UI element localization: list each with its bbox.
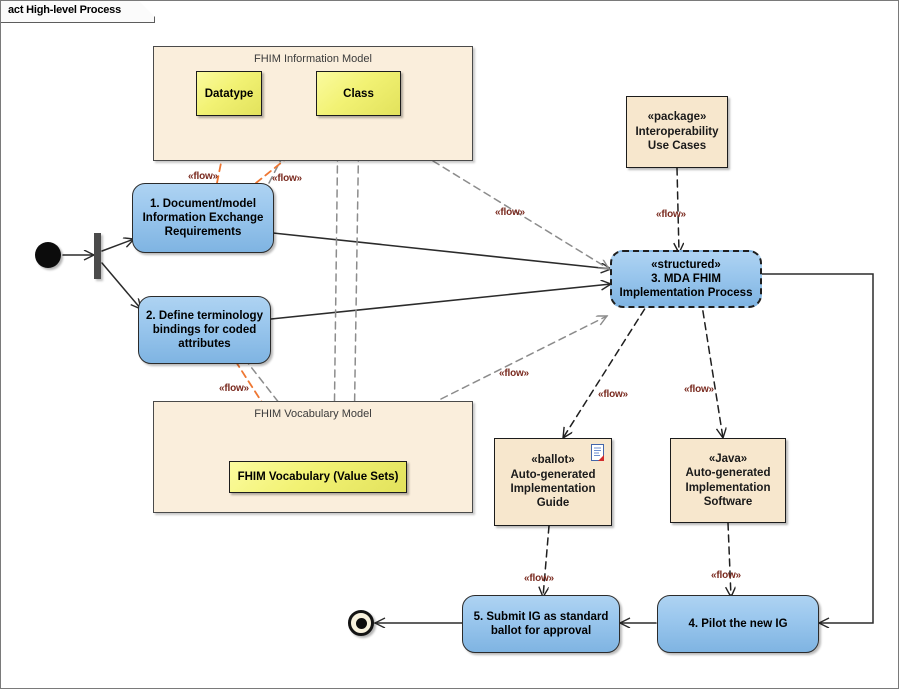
activity-node-4[interactable]: 4. Pilot the new IG [657,595,819,653]
activity-stereotype: «structured» [651,258,721,271]
dep-activity3-to-software [700,298,723,438]
final-node-center [355,617,367,629]
fork-bar[interactable] [94,233,101,279]
activity-line2: bindings for coded [152,323,257,336]
activity-line2: Implementation Process [619,287,753,299]
flow-label-7: «flow» [598,389,628,400]
artifact-line2: Use Cases [647,140,707,153]
element-label: FHIM Vocabulary (Value Sets) [237,471,399,483]
artifact-stereotype: «package» [647,111,707,124]
dep-software-to-activity4 [728,522,731,597]
element-class[interactable]: Class [316,71,401,116]
flow-label-8: «flow» [684,384,714,395]
artifact-stereotype: «ballot» [531,454,575,467]
activity-line1: 5. Submit IG as standard [473,610,609,623]
flow-label-3: «flow» [495,207,525,218]
activity-line1: 2. Define terminology [146,309,263,322]
artifact-line3: Guide [536,497,570,510]
frame-tab-label: act High-level Process [8,4,121,16]
flow-label-10: «flow» [711,570,741,581]
artifact-stereotype: «Java» [708,452,748,465]
dep-class-to-vocabulary-b [354,117,360,441]
package-fhim-vocabulary-model[interactable]: FHIM Vocabulary Model [153,401,473,513]
activity-node-1[interactable]: 1. Document/model Information Exchange R… [132,183,274,253]
diagram-frame-tab: act High-level Process [1,1,155,23]
activity-line2: ballot for approval [490,625,592,637]
flow-label-5: «flow» [219,383,249,394]
activity-final-node[interactable] [348,610,374,636]
package-title: FHIM Information Model [254,53,372,65]
activity-line1: 3. MDA FHIM [651,272,721,285]
artifact-implementation-guide[interactable]: «ballot» Auto-generated Implementation G… [494,438,612,526]
artifact-line1: Auto-generated [510,468,596,481]
activity-line3: attributes [178,338,231,350]
artifact-line1: Auto-generated [685,467,771,480]
artifact-line1: Interoperability [635,125,719,138]
activity-line1: 1. Document/model [149,197,257,210]
package-title: FHIM Vocabulary Model [254,408,372,420]
artifact-implementation-software[interactable]: «Java» Auto-generated Implementation Sof… [670,438,786,523]
flow-label-1: «flow» [188,171,218,182]
flow-label-4: «flow» [656,209,686,220]
artifact-interoperability-use-cases[interactable]: «package» Interoperability Use Cases [626,96,728,168]
flow-label-9: «flow» [524,573,554,584]
activity-line1: 4. Pilot the new IG [688,617,788,630]
activity-line2: Information Exchange [142,211,264,224]
activity-line3: Requirements [164,226,242,238]
activity-node-2[interactable]: 2. Define terminology bindings for coded… [138,296,271,364]
artifact-line2: Implementation [510,483,596,495]
activity-node-5[interactable]: 5. Submit IG as standard ballot for appr… [462,595,620,653]
dep-guide-to-activity5 [543,525,550,597]
activity-node-3[interactable]: «structured» 3. MDA FHIM Implementation … [610,250,762,308]
dep-activity3-to-guide [563,298,652,438]
element-fhim-vocabulary[interactable]: FHIM Vocabulary (Value Sets) [229,461,407,493]
edge-activity2-to-activity3 [270,284,611,320]
flow-label-2: «flow» [272,173,302,184]
initial-node[interactable] [35,242,61,268]
element-datatype[interactable]: Datatype [196,71,262,116]
dep-class-to-vocabulary-a [334,117,338,441]
artifact-line2: Implementation [685,481,771,494]
flow-label-6: «flow» [499,368,529,379]
element-label: Datatype [204,87,254,100]
edge-fork-to-activity2 [101,262,141,309]
edge-activity1-to-activity3 [272,232,611,269]
edge-fork-to-activity1 [101,239,134,252]
artifact-line3: Software [703,495,753,508]
document-icon [591,444,604,461]
element-label: Class [343,87,374,100]
dep-vocabulary-model-to-activity3 [440,315,607,400]
